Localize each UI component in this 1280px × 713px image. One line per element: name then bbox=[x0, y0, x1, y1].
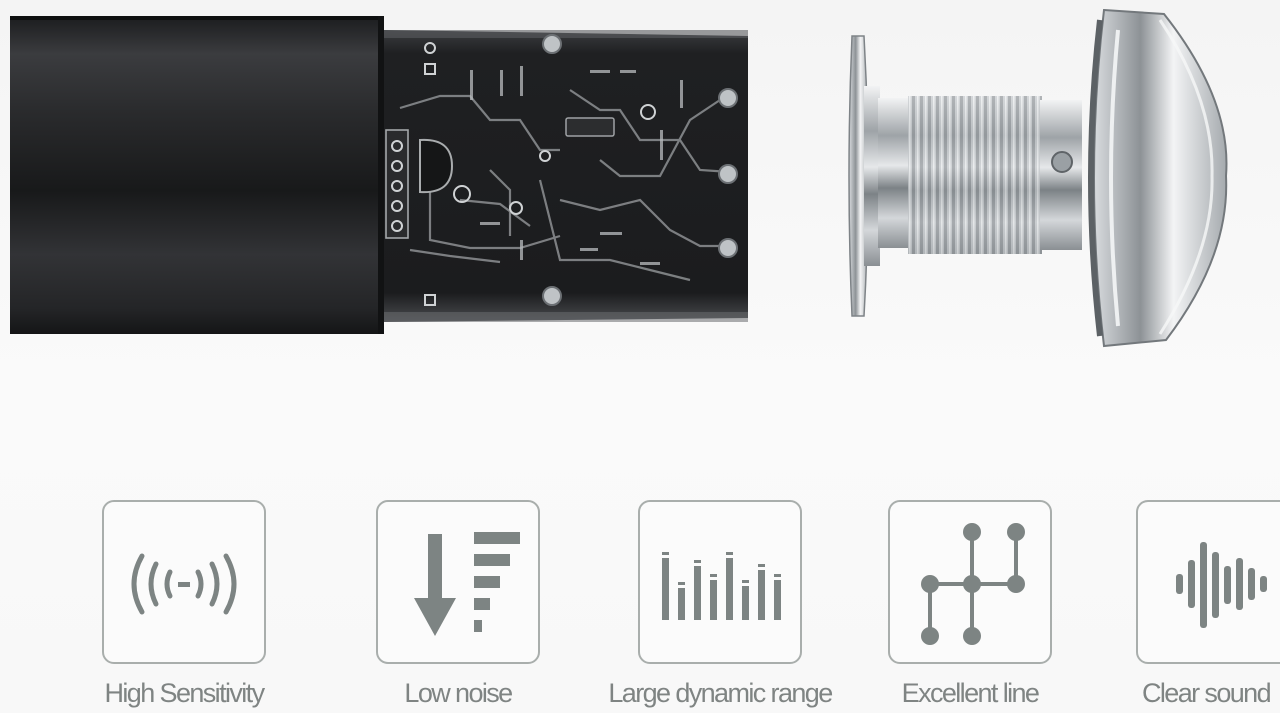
tube-body bbox=[10, 16, 382, 334]
feature-label-excellent-line: Excellent line bbox=[901, 678, 1040, 708]
feature-label-large-dynamic-range: Large dynamic range bbox=[608, 678, 833, 708]
feature-low-noise bbox=[376, 500, 540, 664]
feature-clear-sound bbox=[1136, 500, 1280, 664]
circuit-nodes-icon bbox=[921, 523, 1025, 645]
feature-large-dynamic-range bbox=[638, 500, 802, 664]
broadcast-icon bbox=[131, 553, 237, 615]
equalizer-icon bbox=[662, 552, 781, 620]
sound-wave-icon bbox=[1176, 542, 1267, 628]
feature-high-sensitivity bbox=[102, 500, 266, 664]
microphone-internals-photo bbox=[10, 8, 1228, 348]
capsule-assembly bbox=[848, 8, 1228, 348]
feature-label-high-sensitivity: High Sensitivity bbox=[104, 678, 266, 708]
feature-label-low-noise: Low noise bbox=[404, 678, 513, 708]
feature-label-clear-sound: Clear sound bbox=[1142, 678, 1272, 708]
feature-excellent-line bbox=[888, 500, 1052, 664]
feature-row: High Sensitivity Low noise bbox=[0, 498, 1280, 713]
circuit-board bbox=[384, 30, 748, 322]
arrow-down-bars-icon bbox=[414, 532, 520, 636]
